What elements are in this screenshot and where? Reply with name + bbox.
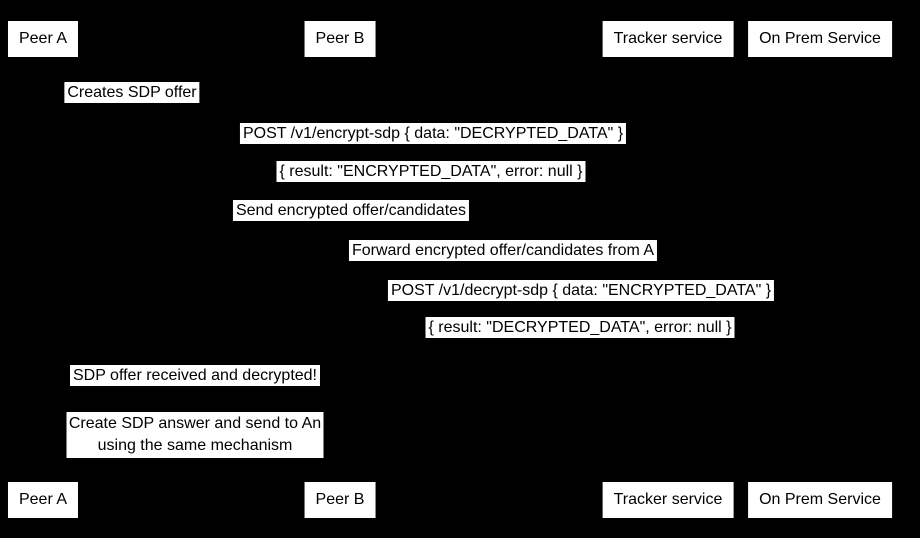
message-label-post-decrypt-sdp: POST /v1/decrypt-sdp { data: "ENCRYPTED_… <box>387 280 775 301</box>
participant-box-peer-a-top: Peer A <box>7 21 79 57</box>
message-label-sdp-offer-received: SDP offer received and decrypted! <box>70 365 320 386</box>
message-label-post-encrypt-sdp: POST /v1/encrypt-sdp { data: "DECRYPTED_… <box>239 123 627 144</box>
note-line-2: using the same mechanism <box>97 437 293 454</box>
note-line-1: Create SDP answer and send to An <box>68 415 322 432</box>
note-create-sdp-answer: Create SDP answer and send to An using t… <box>66 412 324 458</box>
participant-box-peer-a-bottom: Peer A <box>7 482 79 518</box>
message-label-result-decrypted-data: { result: "DECRYPTED_DATA", error: null … <box>425 317 735 338</box>
participant-box-tracker-service-bottom: Tracker service <box>602 482 734 518</box>
message-label-result-encrypted-data: { result: "ENCRYPTED_DATA", error: null … <box>276 161 586 182</box>
participant-box-on-prem-service-top: On Prem Service <box>748 21 892 57</box>
participant-box-peer-b-bottom: Peer B <box>304 482 376 518</box>
participant-box-peer-b-top: Peer B <box>304 21 376 57</box>
message-label-send-encrypted-offer: Send encrypted offer/candidates <box>232 200 470 221</box>
message-label-forward-encrypted-offer: Forward encrypted offer/candidates from … <box>348 240 658 261</box>
participant-box-on-prem-service-bottom: On Prem Service <box>748 482 892 518</box>
message-label-creates-sdp-offer: Creates SDP offer <box>64 82 200 103</box>
participant-box-tracker-service-top: Tracker service <box>602 21 734 57</box>
